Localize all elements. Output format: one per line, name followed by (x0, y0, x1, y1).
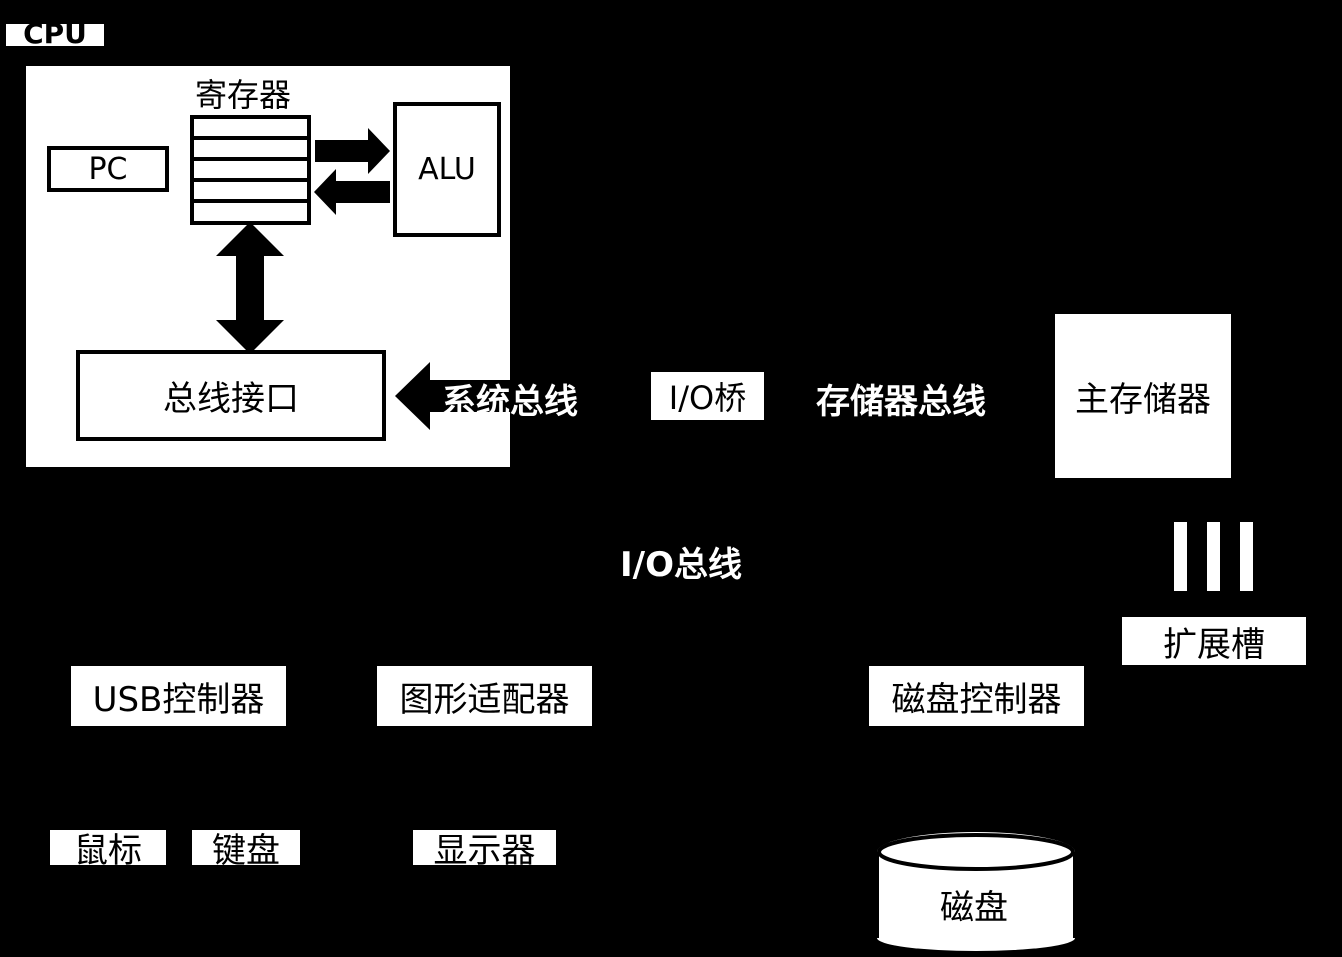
mouse-box: 鼠标 (50, 830, 166, 871)
pc-text: PC (88, 151, 128, 187)
expansion-slot-bar (1240, 522, 1253, 591)
register-cell (194, 119, 307, 140)
display-text: 显示器 (433, 831, 536, 871)
usb-controller-text: USB控制器 (92, 679, 265, 720)
io-bridge-box: I/O桥 (651, 372, 764, 420)
arrow-registers-to-alu (315, 128, 390, 174)
mouse-text: 鼠标 (74, 831, 142, 871)
keyboard-text: 键盘 (212, 831, 280, 871)
expansion-slot-bar (1207, 522, 1220, 591)
registers-label: 寄存器 (195, 76, 292, 114)
main-memory-box: 主存储器 (1055, 314, 1231, 478)
usb-controller-box: USB控制器 (71, 666, 286, 726)
bus-interface-box: 总线接口 (76, 350, 386, 441)
cpu-label: CPU (6, 17, 104, 50)
display-box: 显示器 (413, 830, 556, 871)
system-bus-label: 系统总线 (442, 382, 578, 422)
disk-controller-box: 磁盘控制器 (869, 666, 1084, 726)
disk-label: 磁盘 (940, 888, 1008, 928)
expansion-slots-box: 扩展槽 (1122, 617, 1306, 665)
expansion-slots-text: 扩展槽 (1163, 624, 1265, 665)
arrow-registers-bus-interface (216, 222, 284, 354)
arrow-alu-to-registers (314, 169, 390, 215)
alu-box: ALU (393, 102, 501, 237)
register-cell (194, 182, 307, 203)
memory-bus-label: 存储器总线 (816, 382, 986, 422)
keyboard-box: 键盘 (192, 830, 300, 871)
expansion-slot-bar (1174, 522, 1187, 591)
io-bus-label: I/O总线 (620, 545, 742, 585)
io-bridge-text: I/O桥 (668, 379, 747, 417)
disk-cylinder (875, 832, 1077, 951)
pc-box: PC (47, 146, 169, 192)
cpu-label-text: CPU (23, 16, 87, 50)
register-file (190, 115, 311, 225)
graphics-adapter-text: 图形适配器 (399, 679, 570, 720)
graphics-adapter-box: 图形适配器 (377, 666, 592, 726)
alu-text: ALU (418, 152, 476, 187)
bus-interface-text: 总线接口 (163, 379, 299, 419)
main-memory-text: 主存储器 (1075, 379, 1211, 420)
register-cell (194, 140, 307, 161)
register-cell (194, 161, 307, 182)
disk-controller-text: 磁盘控制器 (891, 679, 1062, 720)
system-bus-stub (430, 380, 510, 412)
